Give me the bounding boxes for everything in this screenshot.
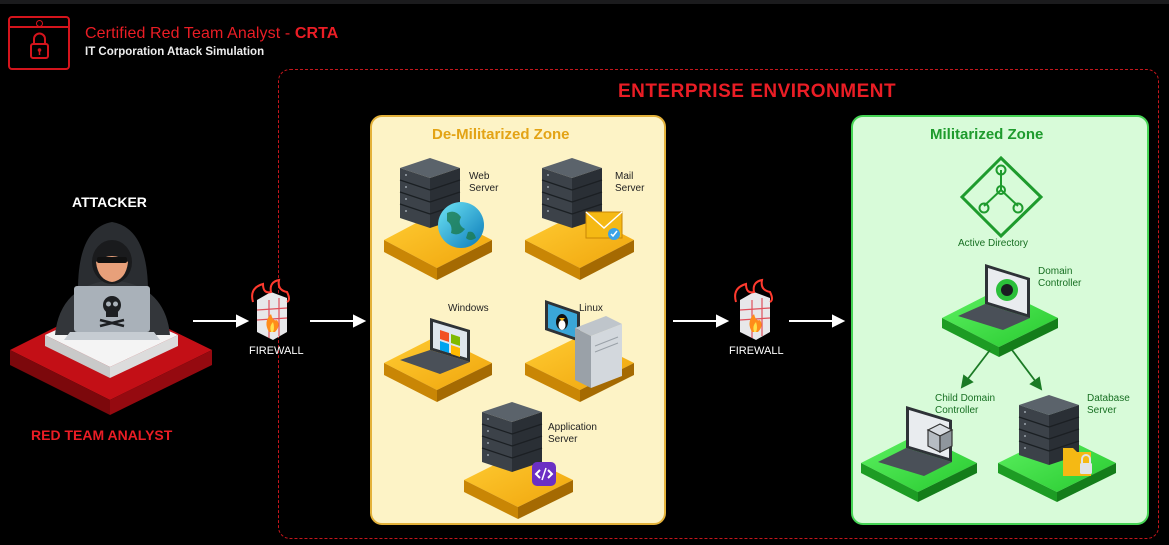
firewall-label: FIREWALL: [729, 345, 784, 357]
tux-penguin-icon: [556, 314, 568, 330]
active-directory-icon: [959, 155, 1044, 239]
top-bar: [0, 0, 1169, 4]
enterprise-environment-title: ENTERPRISE ENVIRONMENT: [618, 81, 897, 102]
linux-node: [525, 300, 634, 402]
database-server-node: [998, 394, 1116, 502]
web-server-label: Web Server: [469, 171, 499, 194]
flow-arrows: [193, 314, 846, 328]
page-subtitle: IT Corporation Attack Simulation: [85, 46, 265, 58]
domain-controller-node: [942, 264, 1058, 357]
attacker-label: ATTACKER: [72, 194, 147, 210]
code-icon: [532, 462, 556, 486]
application-server-node: [464, 401, 573, 519]
globe-icon: [438, 202, 484, 248]
application-server-label: Application Server: [548, 422, 597, 445]
active-directory-label: Active Directory: [958, 238, 1029, 249]
linux-label: Linux: [579, 303, 603, 314]
firewall-label: FIREWALL: [249, 345, 304, 357]
firewall-icon: [251, 278, 290, 340]
cube-icon: [926, 423, 954, 453]
windows-logo-icon: [440, 330, 460, 357]
windows-node: [384, 318, 492, 402]
windows-label: Windows: [448, 303, 489, 314]
database-server-label: Database Server: [1087, 393, 1130, 416]
hooded-hacker-icon: [55, 222, 170, 340]
title-acronym: CRTA: [294, 25, 339, 42]
web-server-node: [384, 157, 492, 280]
mail-envelope-icon: [585, 211, 623, 240]
firewall-icon: [734, 278, 773, 340]
lock-window-icon: [8, 16, 70, 70]
child-domain-controller-node: [861, 406, 977, 502]
page-title: Certified Red Team Analyst - CRTA: [85, 25, 339, 42]
mail-server-label: Mail Server: [615, 171, 645, 194]
database-lock-icon: [1063, 448, 1092, 476]
tree-arrows: [960, 349, 1043, 391]
red-team-analyst-label: RED TEAM ANALYST: [31, 427, 173, 443]
mail-server-node: [525, 157, 634, 280]
child-domain-controller-label: Child Domain Controller: [935, 393, 996, 416]
domain-controller-label: Domain Controller: [1038, 266, 1082, 289]
dmz-title: De-Militarized Zone: [432, 126, 570, 143]
mz-title: Militarized Zone: [930, 126, 1044, 143]
